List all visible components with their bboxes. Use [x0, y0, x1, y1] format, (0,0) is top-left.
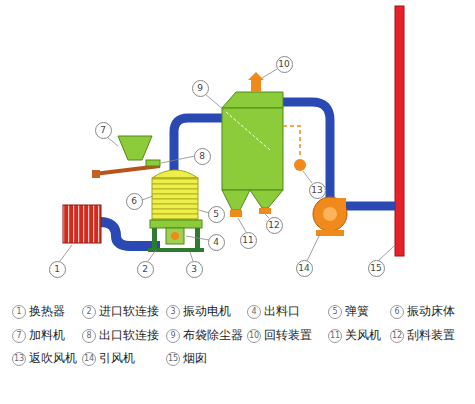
callout-number: 4: [208, 234, 225, 251]
callout-number: 13: [309, 182, 326, 199]
legend-number: 3: [166, 305, 180, 319]
callout-number: 12: [266, 217, 283, 234]
legend-text: 换热器: [29, 304, 65, 319]
legend-text: 弹簧: [345, 304, 369, 319]
callout-number: 1: [49, 261, 66, 278]
callout-number: 9: [192, 80, 209, 97]
legend-text: 出料口: [264, 304, 300, 319]
legend-text: 引风机: [99, 351, 135, 366]
legend-number: 9: [166, 329, 180, 343]
legend-number: 10: [247, 329, 261, 343]
legend-number: 8: [82, 329, 96, 343]
legend-number: 11: [328, 329, 342, 343]
legend-text: 刮料装置: [407, 328, 455, 343]
legend-number: 15: [166, 352, 180, 366]
legend-number: 6: [390, 305, 404, 319]
legend-text: 回转装置: [264, 328, 312, 343]
legend-number: 2: [82, 305, 96, 319]
callout-number: 10: [276, 56, 293, 73]
legend-text: 烟囱: [183, 351, 207, 366]
callout-number: 6: [126, 193, 143, 210]
legend-number: 4: [247, 305, 261, 319]
callout-number: 5: [208, 206, 225, 223]
legend-number: 5: [328, 305, 342, 319]
callout-number: 15: [368, 260, 385, 277]
callout-number: 8: [194, 148, 211, 165]
callout-number: 7: [95, 122, 112, 139]
callout-number: 3: [186, 261, 203, 278]
legend-text: 返吹风机: [29, 351, 77, 366]
legend-text: 出口软连接: [99, 328, 159, 343]
legend-number: 14: [82, 352, 96, 366]
legend-text: 布袋除尘器: [183, 328, 243, 343]
legend-text: 加料机: [29, 328, 65, 343]
legend-number: 1: [12, 305, 26, 319]
callout-number: 14: [296, 260, 313, 277]
legend-text: 振动床体: [407, 304, 455, 319]
legend-text: 进口软连接: [99, 304, 159, 319]
legend-text: 关风机: [345, 328, 381, 343]
legend-number: 7: [12, 329, 26, 343]
callout-number: 2: [137, 261, 154, 278]
legend-number: 12: [390, 329, 404, 343]
legend-number: 13: [12, 352, 26, 366]
callout-number: 11: [240, 232, 257, 249]
legend-text: 振动电机: [183, 304, 231, 319]
